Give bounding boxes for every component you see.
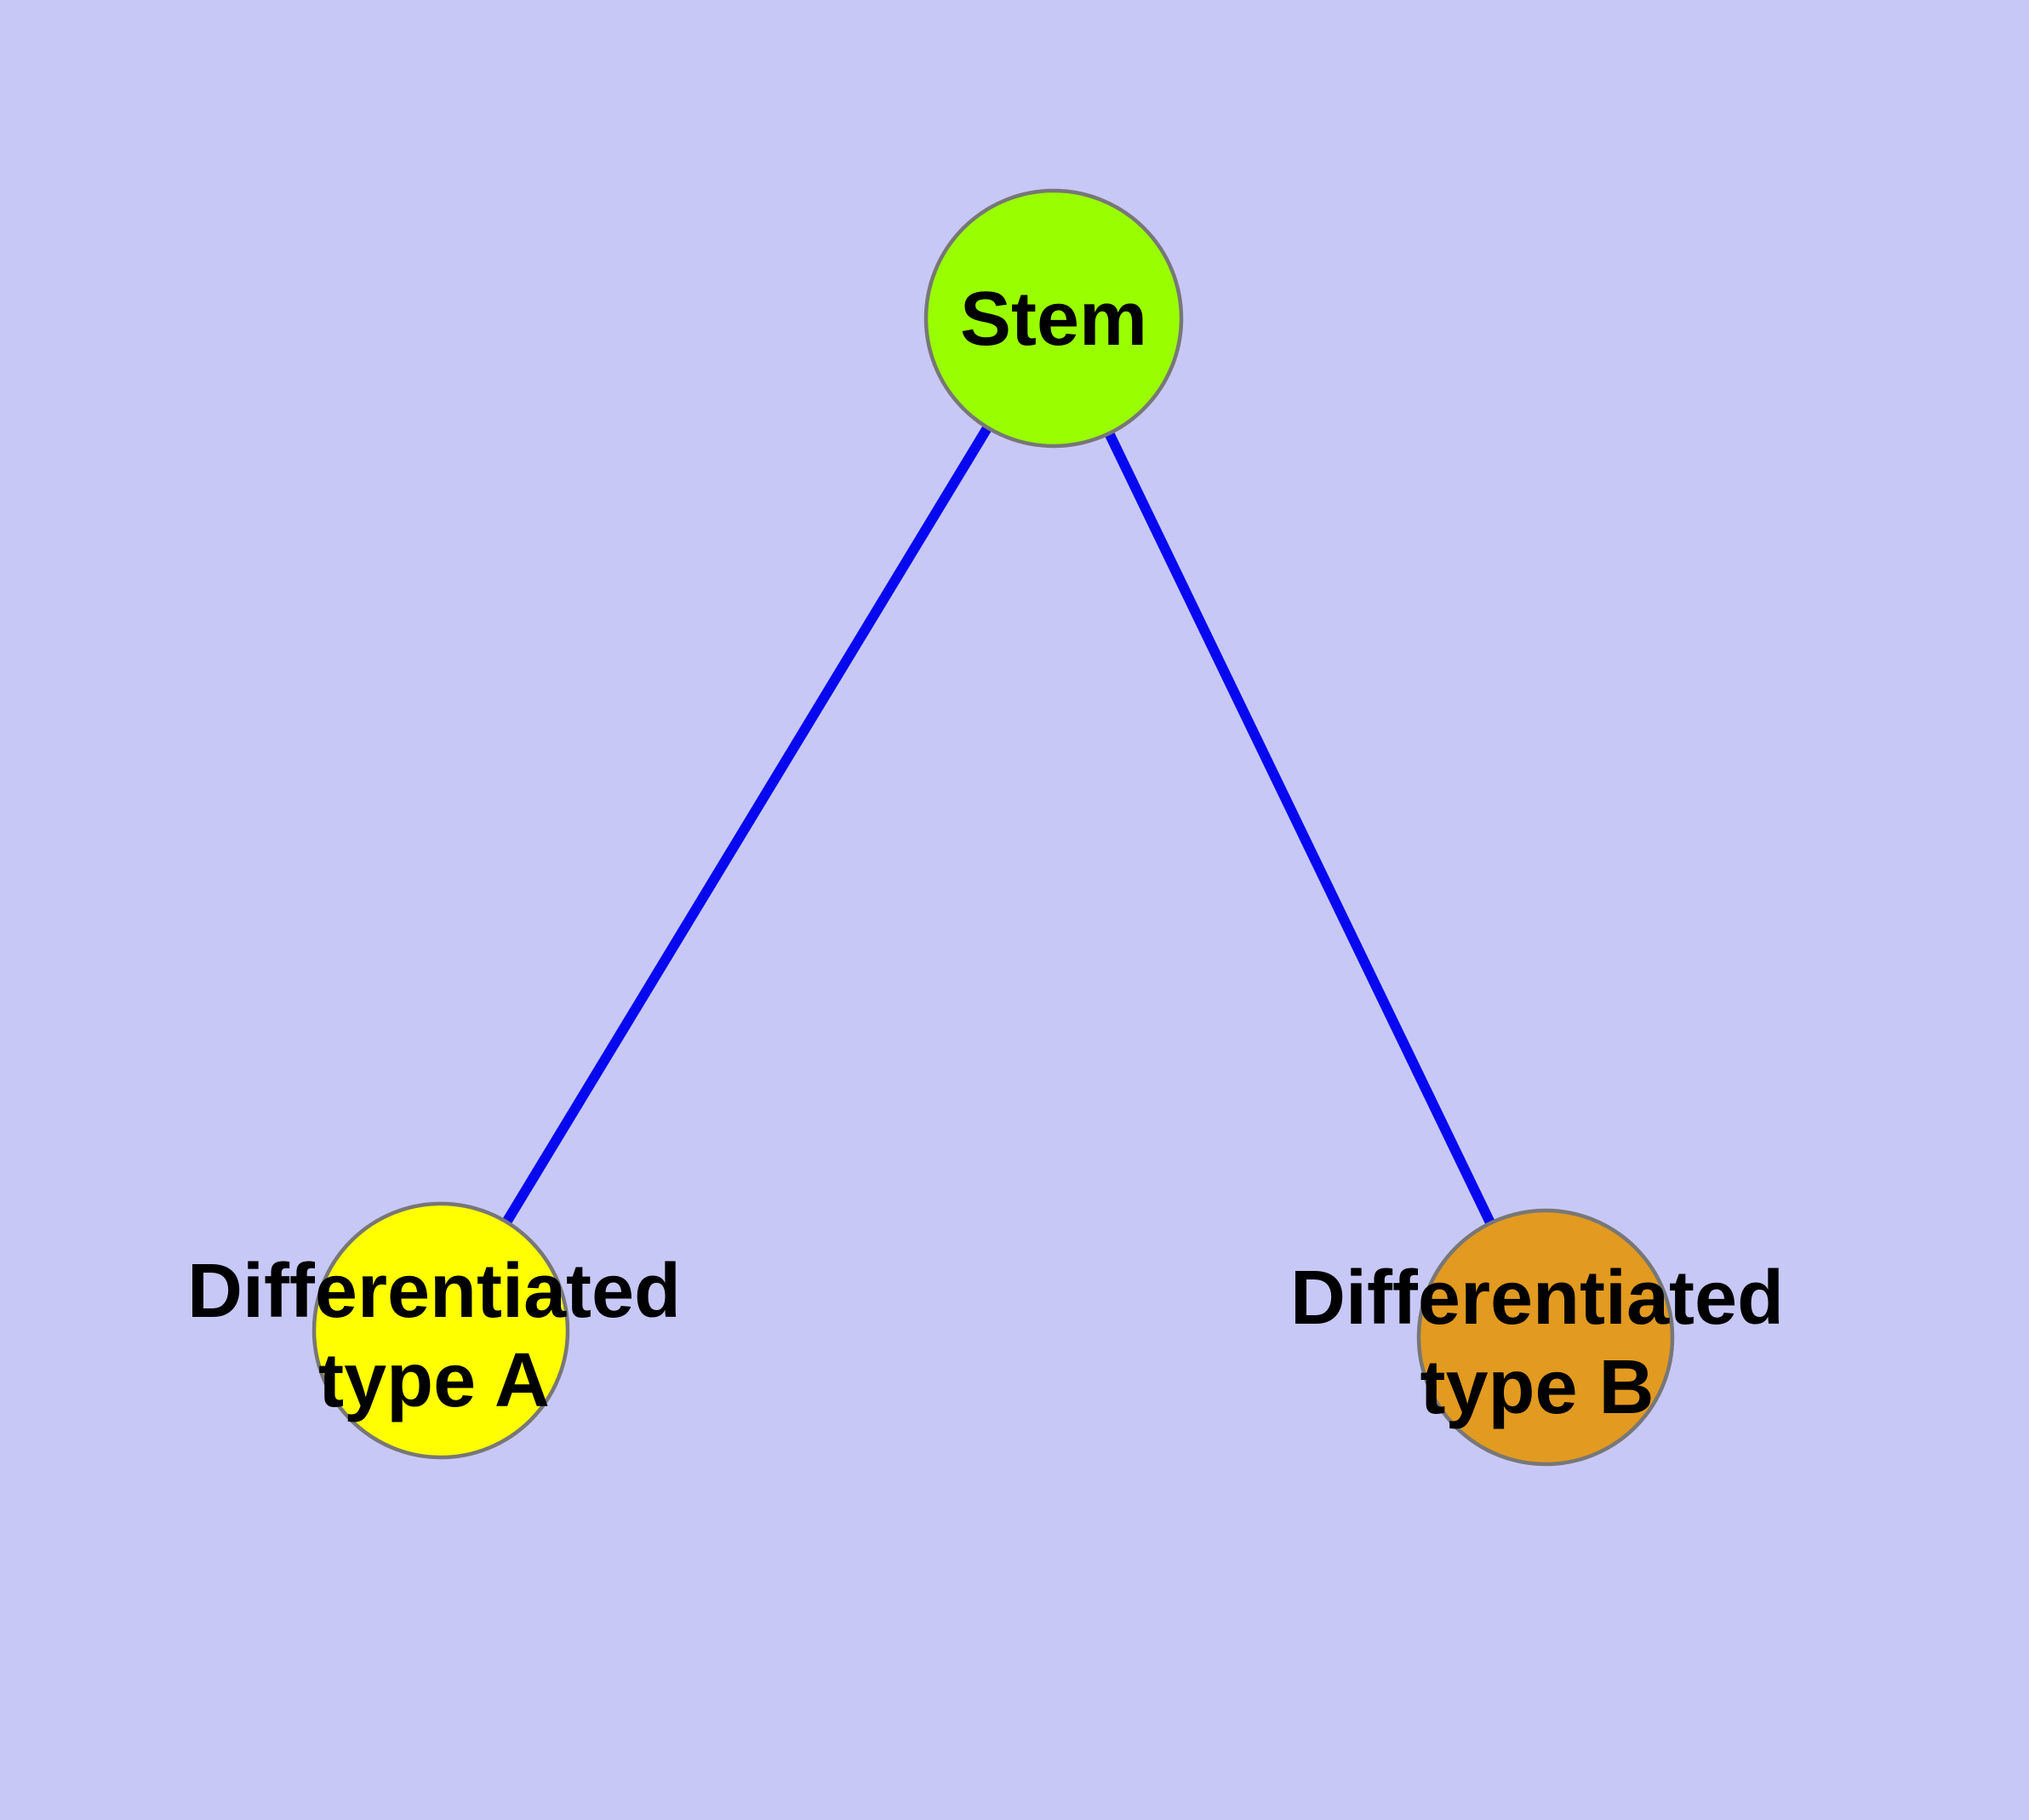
type-b-node-label-line2: type B: [1420, 1345, 1654, 1430]
node-differentiated-type-b: Differentiated type B: [1290, 1208, 1784, 1467]
type-a-node-circle: [311, 1201, 570, 1460]
node-stem: Stem: [923, 188, 1184, 449]
edge-stem-to-type-a: [436, 315, 1059, 1334]
edge-stem-to-type-b: [1049, 316, 1551, 1340]
node-differentiated-type-a: Differentiated type A: [187, 1201, 681, 1460]
stem-node-label: Stem: [960, 277, 1147, 362]
type-b-node-label-line1: Differentiated: [1290, 1256, 1784, 1341]
type-a-node-label-line2: type A: [318, 1338, 550, 1423]
edge-layer: [436, 315, 1551, 1340]
stem-node-circle: [923, 188, 1184, 449]
type-a-node-label-line1: Differentiated: [187, 1249, 681, 1334]
type-b-node-circle: [1416, 1208, 1675, 1467]
